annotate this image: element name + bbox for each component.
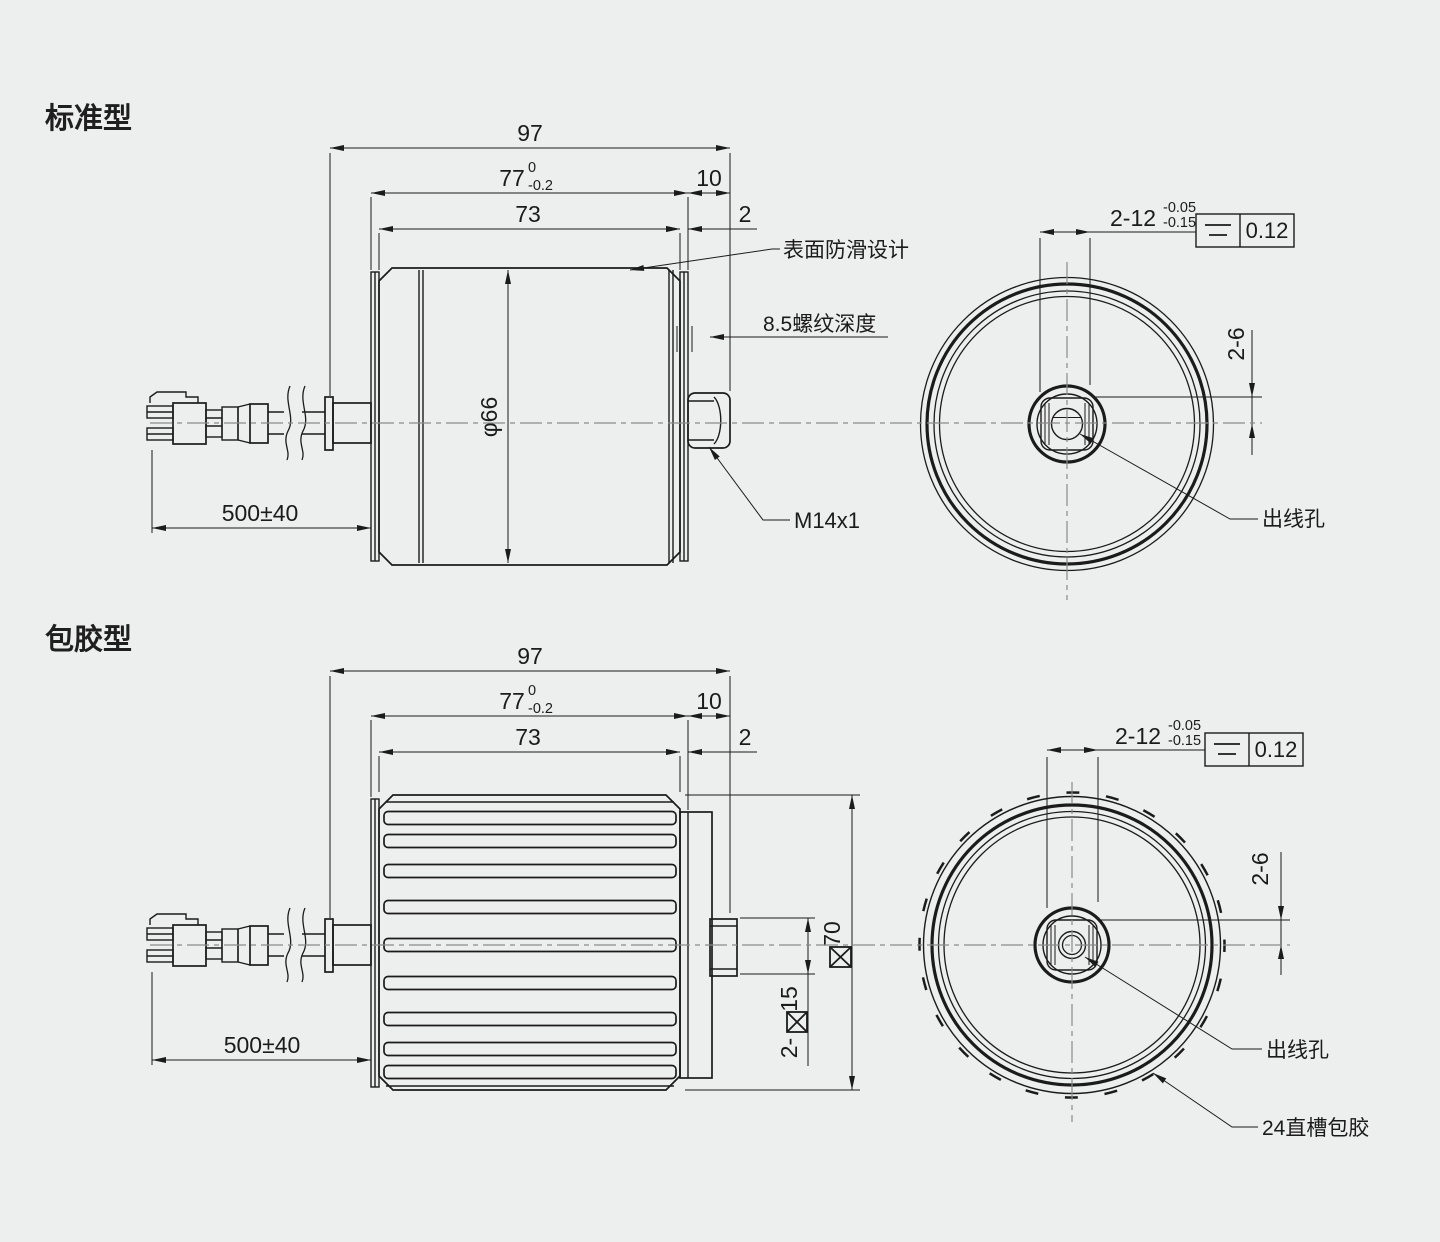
dim-diameter: φ66: [476, 397, 502, 438]
rubber-section-title: 包胶型: [45, 622, 132, 656]
grooves-leader: [1152, 1072, 1258, 1128]
dim-gap: 2: [739, 201, 752, 227]
standard-section-title: 标准型: [45, 102, 132, 135]
dim-gap-2: 2: [739, 724, 752, 750]
rubber-ribs: [383, 810, 677, 1080]
dim-shaft-length-2: 10: [696, 688, 722, 714]
dim-offset-2: 2-6: [1247, 852, 1273, 885]
rubber-side-view: [146, 794, 738, 1091]
dim-body-tol-upper: 0: [528, 160, 536, 176]
motor-barrel: [378, 267, 681, 566]
dim-holes-2: 2-12: [1115, 723, 1161, 749]
thread-leader: [708, 446, 790, 521]
antislip-leader: [629, 248, 780, 271]
wire-hole-leader-2: [1084, 956, 1262, 1050]
fcf-tolerance-value: 0.12: [1246, 218, 1289, 243]
antislip-label: 表面防滑设计: [783, 239, 909, 262]
thread-depth-label: 8.5螺纹深度: [763, 313, 876, 336]
rubber-side-dimensions: 97 77 0 -0.2 10 73 2 500±40 15 2- 7: [151, 643, 860, 1091]
rubber-body: [378, 794, 681, 1091]
symmetry-icon: [1205, 224, 1231, 236]
symmetry-icon: [1214, 743, 1240, 755]
feature-control-frame: 0.12: [1195, 213, 1295, 248]
square-symbol-icon: [786, 1011, 808, 1033]
dim-cable-length: 500±40: [222, 500, 299, 526]
dim-flats-value: 15: [776, 986, 802, 1012]
dim-body-tol-upper-2: 0: [528, 683, 536, 699]
dim-body-tol-lower: -0.2: [528, 178, 553, 194]
dim-overall-length-2: 97: [517, 643, 543, 669]
dim-body-length: 77: [499, 165, 525, 191]
dim-shaft-length: 10: [696, 165, 722, 191]
standard-side-view: [146, 267, 731, 566]
dim-holes-tol-lower-2: -0.15: [1168, 733, 1201, 749]
dim-holes: 2-12: [1110, 205, 1156, 231]
standard-front-view: 2-12 -0.05 -0.15 0.12 2-6 出线孔: [919, 200, 1325, 572]
wire-hole-label: 出线孔: [1262, 508, 1325, 531]
dim-square-od: 70: [819, 921, 845, 947]
standard-side-dimensions: 97 77 0 -0.2 10 73 2 φ66 500±40 表面防滑设计 8…: [151, 120, 909, 563]
dim-body-tol-lower-2: -0.2: [528, 701, 553, 717]
end-cap-edges: [418, 270, 674, 563]
dim-sleeve-length-2: 73: [515, 724, 541, 750]
wire-hole-label-2: 出线孔: [1266, 1039, 1329, 1062]
wire-hole-leader: [1079, 433, 1258, 520]
right-collar: [709, 918, 738, 977]
grooves-label: 24直槽包胶: [1262, 1117, 1369, 1140]
dim-flats-prefix: 2-: [776, 1038, 802, 1058]
thread-label: M14x1: [794, 508, 860, 533]
dim-holes-tol-upper: -0.05: [1163, 200, 1196, 216]
square-symbol-icon: [829, 946, 852, 968]
dim-overall-length: 97: [517, 120, 543, 146]
dim-body-length-2: 77: [499, 688, 525, 714]
fcf-tolerance-value-2: 0.12: [1255, 737, 1298, 762]
dim-cable-length-2: 500±40: [224, 1032, 301, 1058]
rubber-front-view: 2-12 -0.05 -0.15 0.12 2-6 出线孔 24直槽包胶: [918, 718, 1369, 1140]
dim-holes-tol-upper-2: -0.05: [1168, 718, 1201, 734]
feature-control-frame-2: 0.12: [1204, 732, 1304, 767]
dim-holes-tol-lower: -0.15: [1163, 215, 1196, 231]
dim-sleeve-length: 73: [515, 201, 541, 227]
dim-offset: 2-6: [1223, 327, 1249, 360]
